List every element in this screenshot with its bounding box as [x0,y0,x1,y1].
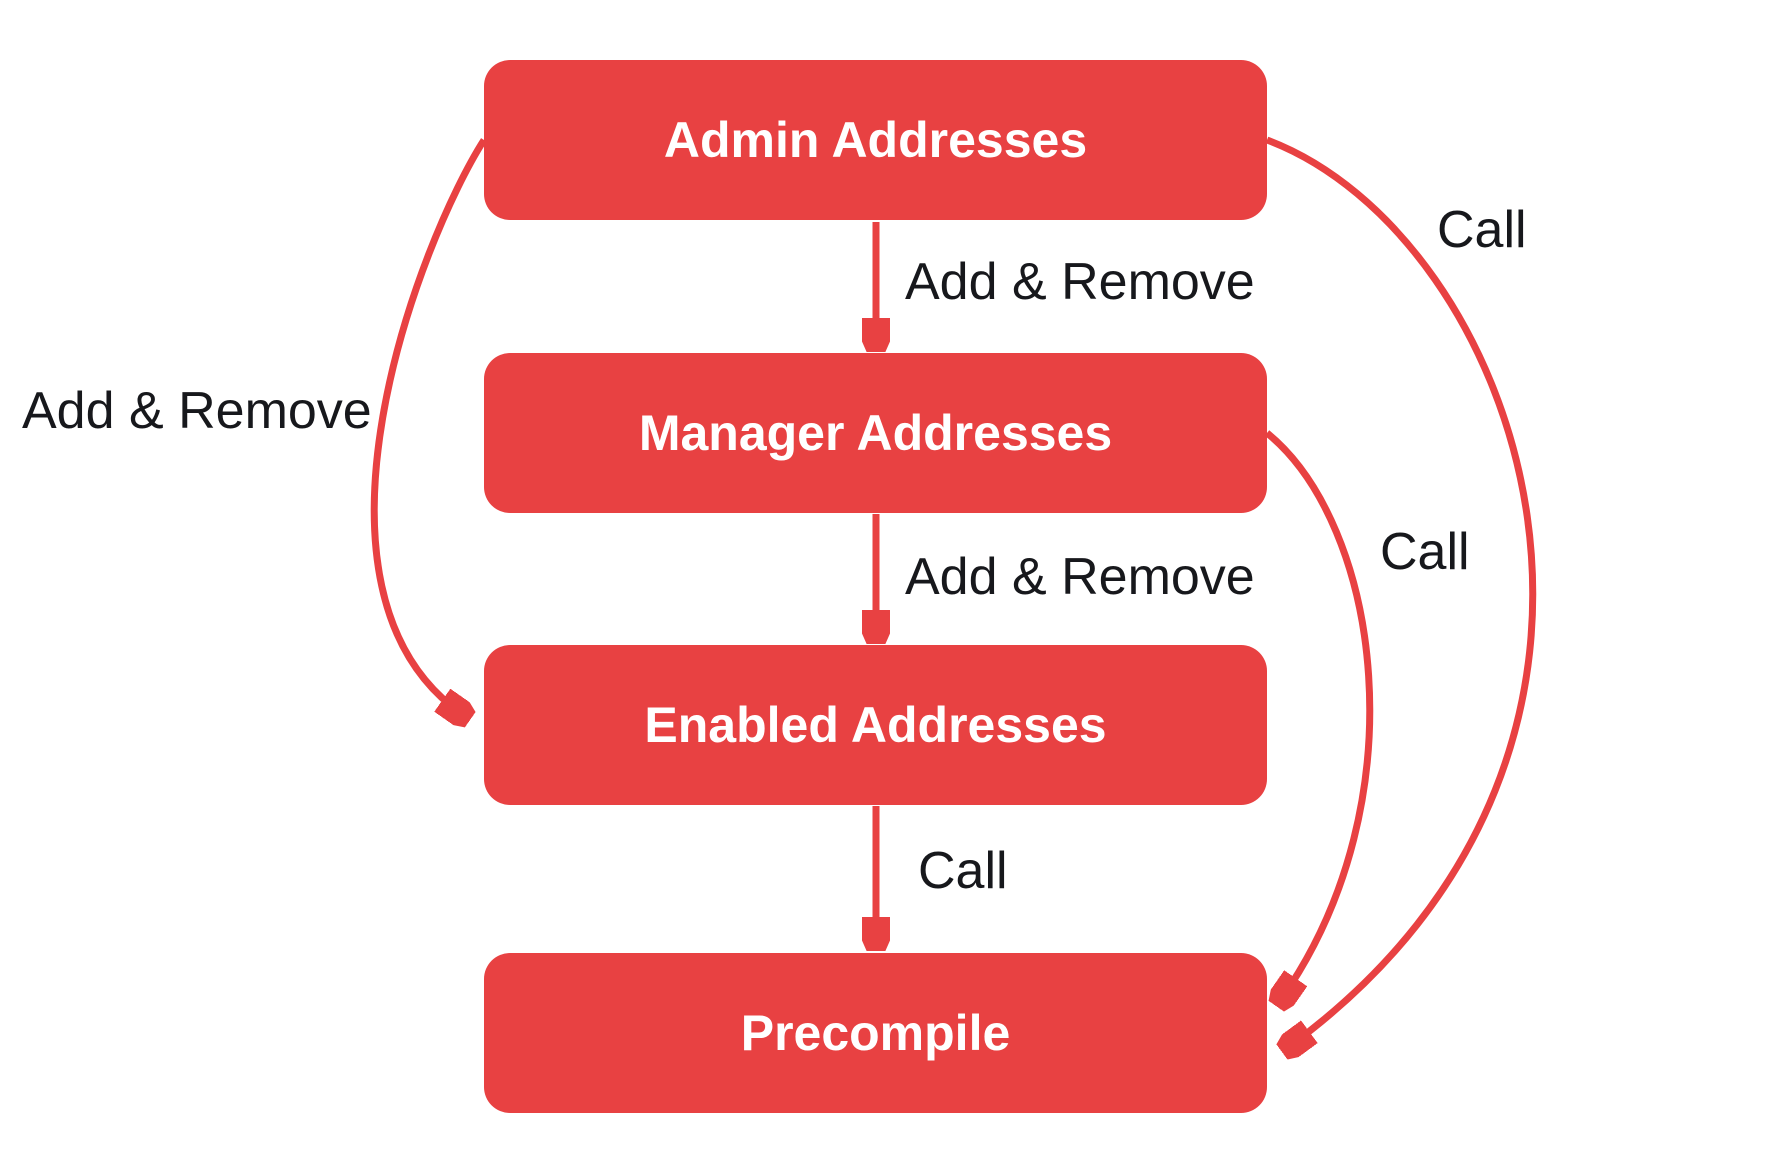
edge-label-admin-to-precompile: Call [1437,201,1527,259]
edge-label-manager-to-precompile: Call [1380,523,1470,581]
node-manager-addresses: Manager Addresses [484,353,1267,513]
arrow-admin-to-precompile [1265,136,1537,1046]
edge-label-admin-to-manager: Add & Remove [905,253,1255,311]
node-manager-addresses-label: Manager Addresses [638,405,1113,461]
node-admin-addresses-label: Admin Addresses [663,112,1088,168]
edge-label-manager-to-enabled: Add & Remove [905,548,1255,606]
edge-label-enabled-to-precompile: Call [918,842,1008,900]
edge-label-admin-to-enabled: Add & Remove [22,382,372,440]
node-enabled-addresses-label: Enabled Addresses [644,697,1107,753]
arrow-manager-to-precompile [1264,430,1374,998]
node-precompile: Precompile [484,953,1267,1113]
arrow-admin-to-enabled [370,138,487,714]
node-enabled-addresses: Enabled Addresses [484,645,1267,805]
node-admin-addresses: Admin Addresses [484,60,1267,220]
node-precompile-label: Precompile [740,1005,1011,1061]
